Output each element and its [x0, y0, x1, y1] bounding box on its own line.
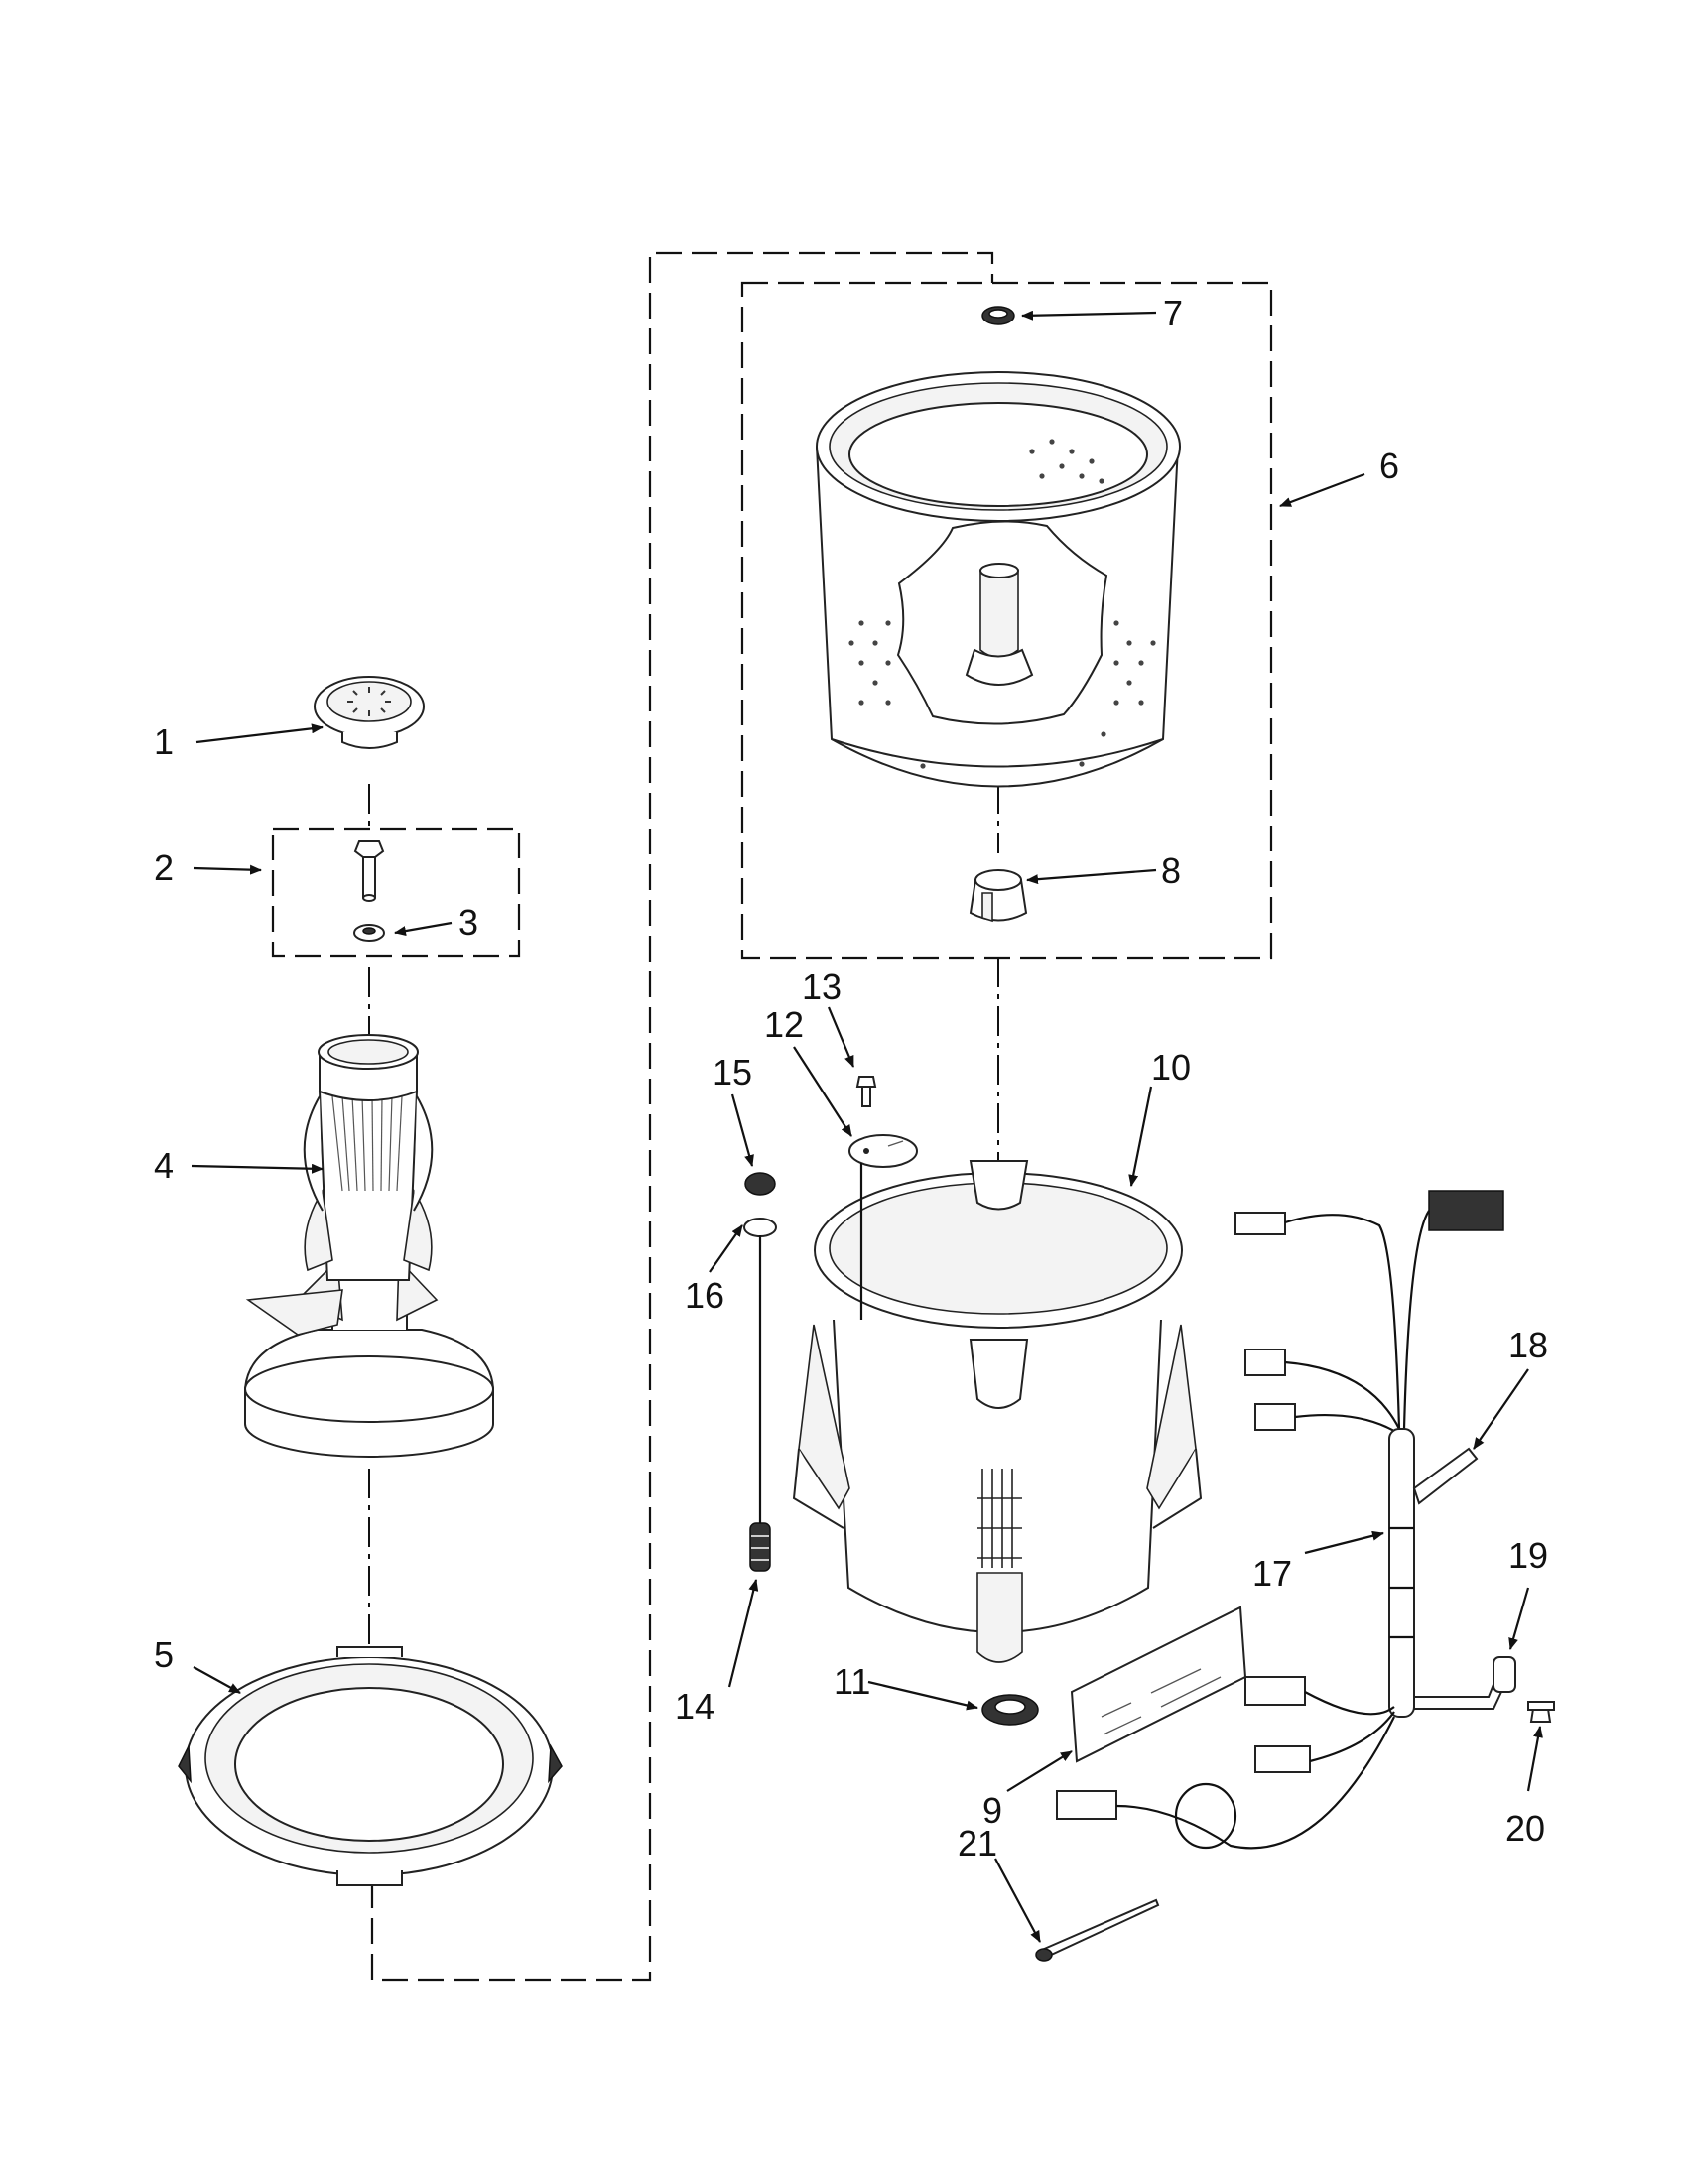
suspension-washer-part [743, 1218, 777, 1237]
callout-19: 19 [1508, 1535, 1548, 1576]
agitator-part [244, 1034, 494, 1458]
callout-9: 9 [982, 1790, 1002, 1831]
callout-20: 20 [1505, 1808, 1545, 1849]
washer-part [353, 924, 385, 942]
agitator-bolt-part [353, 840, 385, 902]
zip-tie-part [1035, 1898, 1160, 1962]
callout-17: 17 [1252, 1553, 1292, 1594]
basket-holes [848, 439, 1156, 769]
callout-3: 3 [458, 902, 478, 943]
callout-11: 11 [834, 1661, 870, 1702]
suspension-cap-part [744, 1172, 776, 1196]
callout-7: 7 [1163, 293, 1183, 333]
callout-16: 16 [685, 1275, 724, 1316]
balance-ring-part [178, 1646, 563, 1886]
callout-2: 2 [154, 847, 174, 888]
leader-arrows [191, 310, 1543, 1943]
wash-basket-part [816, 371, 1181, 788]
assembly-outlines [271, 251, 1273, 1982]
callout-15: 15 [713, 1052, 752, 1092]
callout-14: 14 [675, 1686, 714, 1727]
callout-10: 10 [1151, 1047, 1191, 1088]
callout-12: 12 [764, 1004, 804, 1045]
callout-5: 5 [154, 1634, 174, 1675]
tub-seal-part [981, 1694, 1039, 1726]
callout-4: 4 [154, 1145, 174, 1186]
suspension-rod-part [749, 1235, 771, 1572]
callout-13: 13 [802, 966, 842, 1007]
callout-8: 8 [1161, 850, 1181, 891]
basket-group-box [740, 281, 1273, 960]
callout-1: 1 [154, 721, 174, 762]
wiring-label-part [1070, 1606, 1247, 1763]
bracket-screw-part [855, 1076, 877, 1107]
link-outline [370, 251, 994, 1982]
ground-screw-part [1527, 1701, 1555, 1723]
callout-21: 21 [958, 1823, 997, 1863]
wire-harness-part [1056, 1190, 1516, 1850]
bracket-part [848, 1134, 918, 1320]
callout-6: 6 [1379, 446, 1399, 486]
drive-hub-part [969, 869, 1028, 923]
agitator-cap-part [314, 676, 425, 749]
agitator-bolt-group-box [271, 827, 521, 958]
outer-tub-part [792, 1160, 1203, 1663]
callout-18: 18 [1508, 1325, 1548, 1365]
basket-nut-part [981, 306, 1015, 325]
callout-labels: 1 2 3 4 5 6 7 8 9 10 11 12 13 14 15 16 1… [154, 293, 1548, 1863]
